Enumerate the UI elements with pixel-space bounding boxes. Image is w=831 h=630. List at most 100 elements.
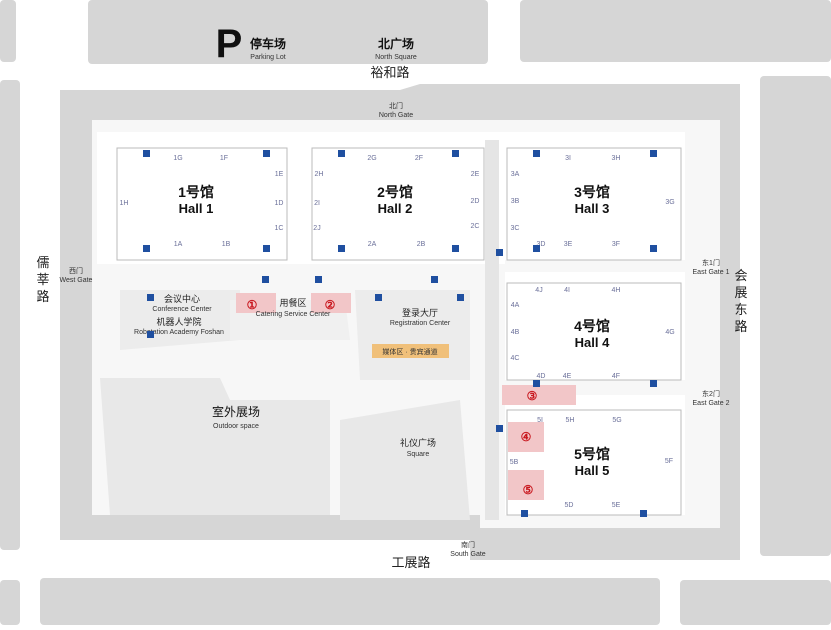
door-label: 5G <box>612 417 621 424</box>
east-gate-1-en: East Gate 1 <box>693 269 730 276</box>
catering-zh: 用餐区 <box>279 297 306 308</box>
conference-en: Conference Center <box>152 306 212 313</box>
door-label: 1G <box>173 155 182 162</box>
north-gate-zh: 北门 <box>389 101 403 110</box>
road-north: 裕和路 <box>370 65 409 80</box>
door-label: 4D <box>537 373 546 380</box>
door-label: 2F <box>415 155 423 162</box>
escalator-icon <box>262 276 269 283</box>
square-en: Square <box>407 451 430 458</box>
restroom-icon <box>143 245 150 252</box>
restroom-icon <box>147 294 154 301</box>
registration-en: Registration Center <box>390 320 451 327</box>
marker-1[interactable]: ① <box>247 298 258 312</box>
door-label: 5I <box>537 417 543 424</box>
door-label: 3G <box>665 199 674 206</box>
door-label: 3D <box>537 241 546 248</box>
road-west-char: 儒 <box>36 255 49 270</box>
catering-en: Catering Service Center <box>256 311 331 318</box>
hall-4-name-en: Hall 4 <box>575 335 610 350</box>
east-gate-2-en: East Gate 2 <box>693 400 730 407</box>
door-label: 3I <box>565 155 571 162</box>
marker-2[interactable]: ② <box>325 298 336 312</box>
west-gate-zh: 西门 <box>69 266 83 275</box>
hall-3-name-en: Hall 3 <box>575 201 610 216</box>
hall-3[interactable]: 3号馆 Hall 3 3I 3H 3A 3B 3C 3D 3E 3F 3G <box>506 147 682 261</box>
hall-1-name-zh: 1号馆 <box>178 184 214 200</box>
restroom-icon <box>650 380 657 387</box>
escalator-icon <box>496 249 503 256</box>
south-gate-zh: 南门 <box>461 540 475 549</box>
road-east-char: 展 <box>734 285 747 300</box>
registration-strip <box>372 344 449 358</box>
road-east-char: 东 <box>734 302 747 317</box>
north-square-en: North Square <box>375 54 417 61</box>
marker-zones <box>236 293 576 500</box>
restroom-icon <box>263 245 270 252</box>
hall-5-name-zh: 5号馆 <box>574 446 610 462</box>
north-square-zh: 北广场 <box>378 36 414 51</box>
restroom-icon <box>533 245 540 252</box>
conference-zh: 会议中心 <box>164 293 200 304</box>
registration-strip-label: 媒体区 · 贵宾通道 <box>382 347 437 356</box>
parking-icon: P <box>216 22 243 66</box>
road-west: 儒 莘 路 <box>36 255 49 304</box>
restroom-icon <box>452 245 459 252</box>
marker-4[interactable]: ④ <box>521 430 532 444</box>
door-label: 2C <box>471 223 480 230</box>
door-label: 1C <box>275 225 284 232</box>
road-west-char: 莘 <box>36 272 49 287</box>
escalator-icon <box>315 276 322 283</box>
road-east: 会 展 东 路 <box>734 268 747 334</box>
door-label: 4G <box>665 329 674 336</box>
door-label: 2I <box>314 200 320 207</box>
hall-4-name-zh: 4号馆 <box>574 318 610 334</box>
restroom-icon <box>650 150 657 157</box>
door-label: 4I <box>564 287 570 294</box>
restroom-icon <box>521 510 528 517</box>
south-gate-en: South Gate <box>450 551 486 558</box>
marker-5[interactable]: ⑤ <box>523 483 534 497</box>
restroom-icon <box>375 294 382 301</box>
road-east-char: 会 <box>734 268 747 283</box>
door-label: 2A <box>368 241 377 248</box>
door-label: 4A <box>511 302 520 309</box>
hall-2-name-zh: 2号馆 <box>377 184 413 200</box>
restroom-icons <box>143 150 657 517</box>
door-label: 5E <box>612 502 621 509</box>
hall-3-name-zh: 3号馆 <box>574 184 610 200</box>
door-label: 4C <box>511 355 520 362</box>
escalator-icons <box>262 249 503 432</box>
restroom-icon <box>143 150 150 157</box>
door-label: 2B <box>417 241 426 248</box>
restroom-icon <box>533 150 540 157</box>
door-label: 4J <box>535 287 542 294</box>
hall-4[interactable]: 4号馆 Hall 4 4J 4I 4H 4A 4B 4C 4D 4E 4F 4G <box>506 282 682 381</box>
escalator-icon <box>431 276 438 283</box>
north-gate-en: North Gate <box>379 112 413 119</box>
registration-zh: 登录大厅 <box>402 307 438 318</box>
door-label: 1E <box>275 171 284 178</box>
door-label: 5B <box>510 459 519 466</box>
hall-2[interactable]: 2号馆 Hall 2 2G 2F 2E 2D 2C 2B 2A 2H 2I 2J <box>311 147 485 261</box>
door-label: 5H <box>566 417 575 424</box>
door-label: 1A <box>174 241 183 248</box>
door-label: 3H <box>612 155 621 162</box>
east-gate-1-zh: 东1门 <box>702 258 720 267</box>
door-label: 5D <box>565 502 574 509</box>
marker-3[interactable]: ③ <box>527 389 538 403</box>
door-label: 1D <box>275 200 284 207</box>
outdoor-zh: 室外展场 <box>212 404 260 419</box>
hall-1[interactable]: 1号馆 Hall 1 1G 1F 1E 1D 1C 1B 1A 1H <box>116 147 288 261</box>
door-label: 4E <box>563 373 572 380</box>
door-label: 1H <box>120 200 129 207</box>
road-east-char: 路 <box>734 319 747 334</box>
door-label: 3C <box>511 225 520 232</box>
hall-5-name-en: Hall 5 <box>575 463 610 478</box>
markers: ① ② ③ ④ ⑤ <box>247 298 538 497</box>
square-zh: 礼仪广场 <box>400 437 436 448</box>
restroom-icon <box>338 150 345 157</box>
door-label: 5F <box>665 458 673 465</box>
restroom-icon <box>263 150 270 157</box>
